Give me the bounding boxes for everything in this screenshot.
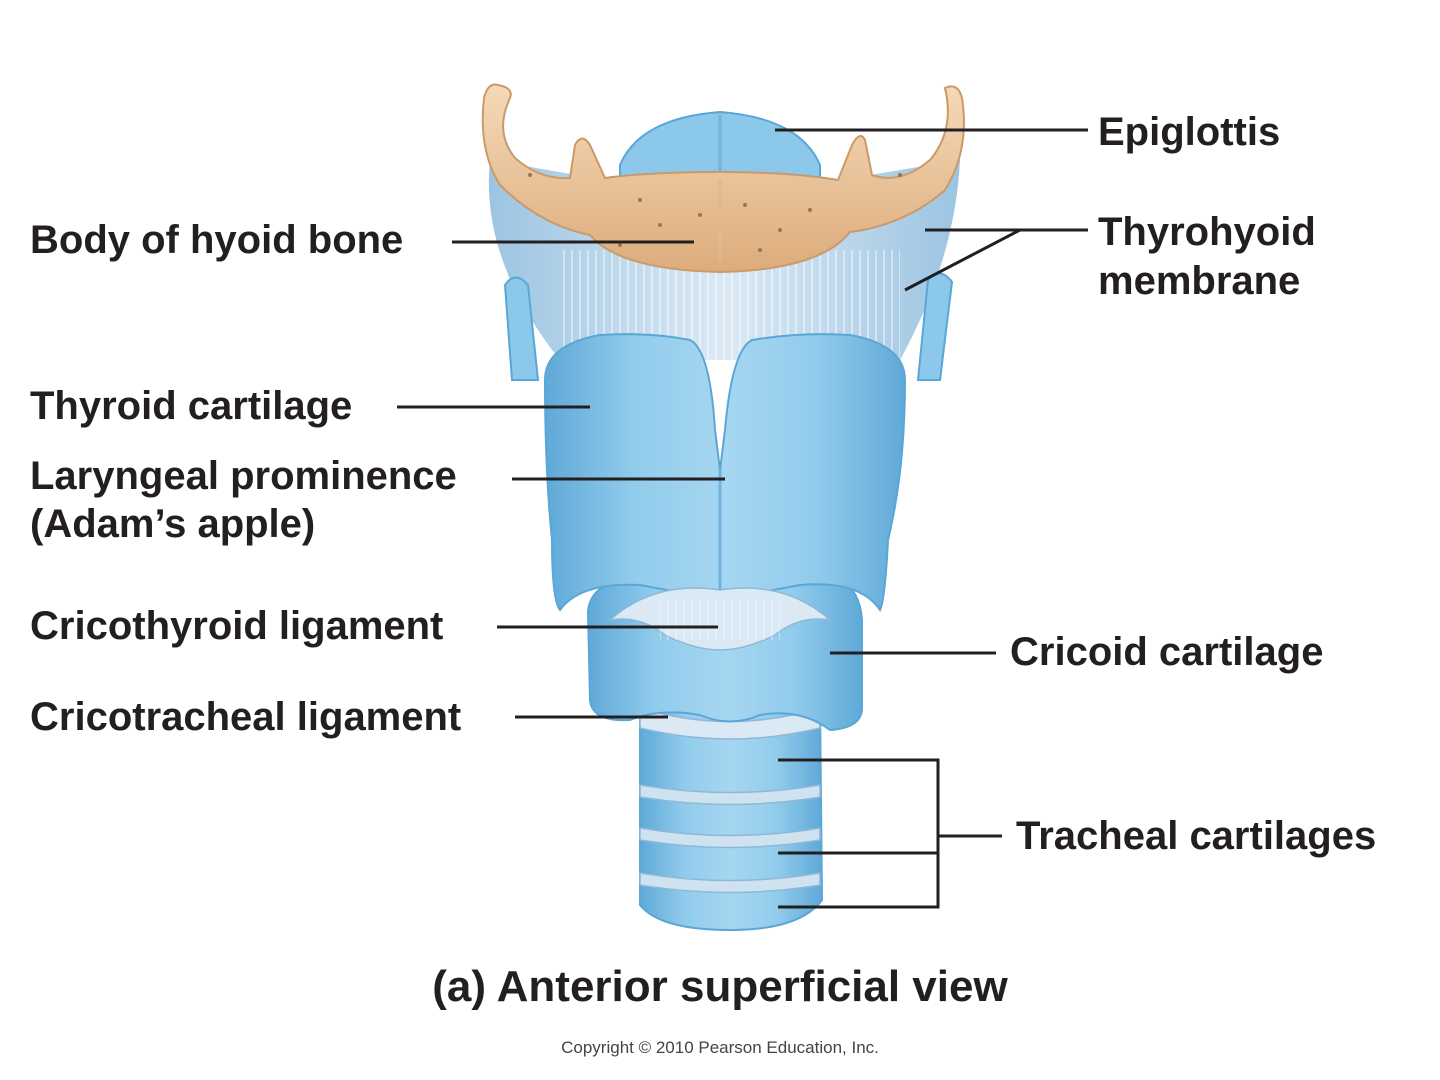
figure-caption: (a) Anterior superficial view	[432, 962, 1008, 1011]
label-thyroid-cartilage: Thyroid cartilage	[30, 384, 353, 428]
copyright-notice: Copyright © 2010 Pearson Education, Inc.	[561, 1038, 879, 1057]
cricotracheal-ligament-shape	[639, 706, 821, 740]
label-hyoid-bone: Body of hyoid bone	[30, 218, 404, 262]
label-thyrohyoid-line1: Thyrohyoid	[1098, 210, 1316, 254]
label-epiglottis: Epiglottis	[1098, 110, 1281, 154]
label-cricotracheal-ligament: Cricotracheal ligament	[30, 695, 462, 739]
label-laryngeal-prominence-line2: (Adam’s apple)	[30, 502, 316, 546]
label-laryngeal-prominence-line1: Laryngeal prominence	[30, 454, 457, 498]
label-cricoid-cartilage: Cricoid cartilage	[1010, 630, 1324, 674]
label-tracheal-cartilages: Tracheal cartilages	[1016, 814, 1377, 858]
label-cricothyroid-ligament: Cricothyroid ligament	[30, 604, 444, 648]
thyroid-cartilage-shape	[543, 333, 907, 612]
label-thyrohyoid-line2: membrane	[1098, 259, 1301, 303]
leader-lines	[397, 128, 1088, 909]
hyoid-bone-shape	[481, 83, 965, 274]
